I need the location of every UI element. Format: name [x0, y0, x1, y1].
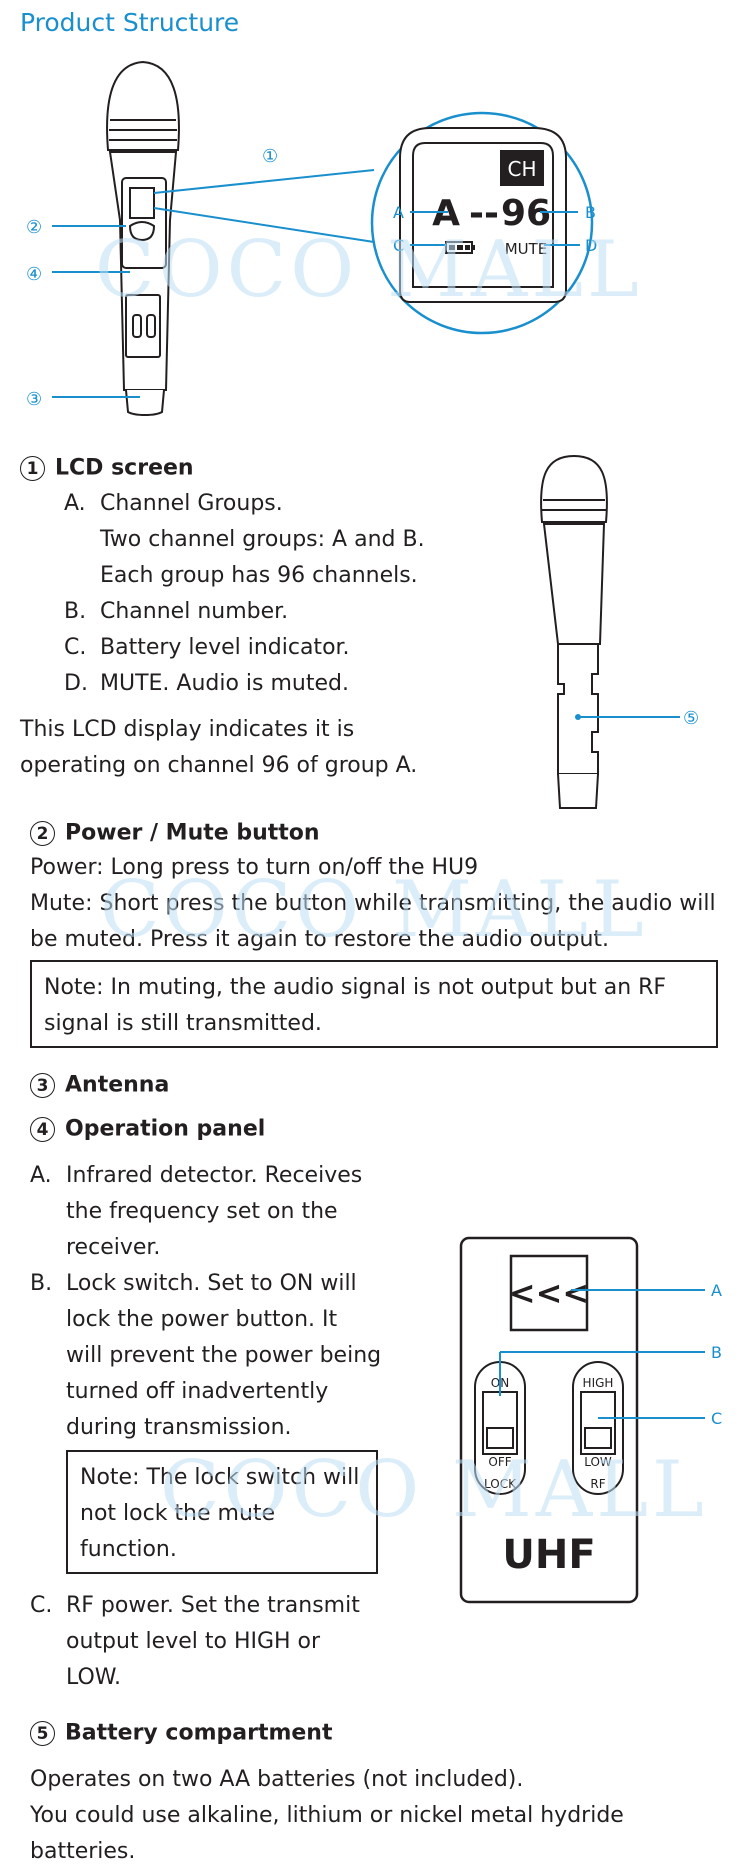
- leader-lines: [52, 169, 375, 398]
- operation-item-b: B.Lock switch. Set to ON will lock the p…: [30, 1271, 382, 1440]
- lcd-explanation: This LCD display indicates it is operati…: [20, 717, 418, 778]
- marker-2: 2: [30, 820, 55, 846]
- marker-3: 3: [30, 1072, 55, 1098]
- lcd-item-c: Battery level indicator.: [100, 635, 350, 660]
- lcd-item-b: Channel number.: [100, 599, 289, 624]
- callout-4: ④: [26, 264, 42, 285]
- callout-5: ⑤: [683, 708, 699, 729]
- ir-chevron-icon: <<<: [509, 1274, 589, 1312]
- lcd-item-a: Channel Groups.: [100, 491, 283, 516]
- callout-1: ①: [262, 146, 278, 167]
- product-structure-diagram: ① ② ④ ③ CH A -- 96 MUTE A B C D: [26, 60, 597, 416]
- lcd-item-list: A.Channel Groups. Two channel groups: A …: [64, 491, 425, 696]
- lcd-ch-badge: [500, 150, 544, 186]
- lcd-item-a-line2: Two channel groups: A and B.: [100, 527, 425, 552]
- power-description: Power: Long press to turn on/off the HU9…: [30, 855, 716, 952]
- marker-1: 1: [20, 455, 45, 481]
- lcd-label-c: C: [393, 236, 404, 255]
- lcd-label-a: A: [393, 203, 404, 222]
- microphone-illustration: [106, 60, 180, 416]
- lcd-battery-icon: [445, 241, 475, 254]
- battery-description: Operates on two AA batteries (not includ…: [30, 1767, 624, 1864]
- operation-item-a: A.Infrared detector. Receives the freque…: [30, 1163, 363, 1260]
- switch-low-label: LOW: [584, 1455, 612, 1469]
- callout-3: ③: [26, 389, 42, 410]
- mute-note-box: Note: In muting, the audio signal is not…: [30, 960, 718, 1048]
- lcd-ch-text: CH: [507, 157, 536, 181]
- ir-window: [509, 1254, 589, 1332]
- lock-label: LOCK: [484, 1477, 517, 1491]
- switch-high-label: HIGH: [583, 1376, 614, 1390]
- lcd-label-b: B: [585, 203, 596, 222]
- page-title: Product Structure: [20, 8, 240, 37]
- lcd-label-d: D: [585, 236, 597, 255]
- lcd-dashes: --: [469, 193, 499, 234]
- marker-4: 4: [30, 1116, 55, 1142]
- lcd-group: A: [432, 193, 460, 234]
- lcd-item-d: MUTE. Audio is muted.: [100, 671, 349, 696]
- panel-label-a: A: [711, 1281, 722, 1300]
- watermark-top: COCO MALL: [95, 225, 643, 315]
- watermark-middle: COCO MALL: [100, 865, 648, 955]
- lcd-channel: 96: [501, 193, 551, 234]
- callout-2: ②: [26, 217, 42, 238]
- operation-panel-diagram: <<< ON OFF LOCK HIGH LOW RF UHF A B C: [459, 1236, 722, 1604]
- lcd-mute: MUTE: [505, 240, 548, 258]
- switch-off-label: OFF: [488, 1455, 511, 1469]
- marker-5: 5: [30, 1720, 55, 1746]
- lcd-item-a-line3: Each group has 96 channels.: [100, 563, 418, 588]
- lock-note-box: Note: The lock switch will not lock the …: [66, 1450, 378, 1574]
- microphone-side-view: ⑤: [540, 454, 699, 809]
- uhf-brand: UHF: [502, 1532, 595, 1578]
- panel-label-c: C: [711, 1409, 722, 1428]
- rf-label: RF: [590, 1477, 605, 1491]
- operation-item-c: C.RF power. Set the transmit output leve…: [30, 1593, 360, 1690]
- watermark-bottom: COCO MALL: [160, 1445, 708, 1535]
- panel-label-b: B: [711, 1343, 722, 1362]
